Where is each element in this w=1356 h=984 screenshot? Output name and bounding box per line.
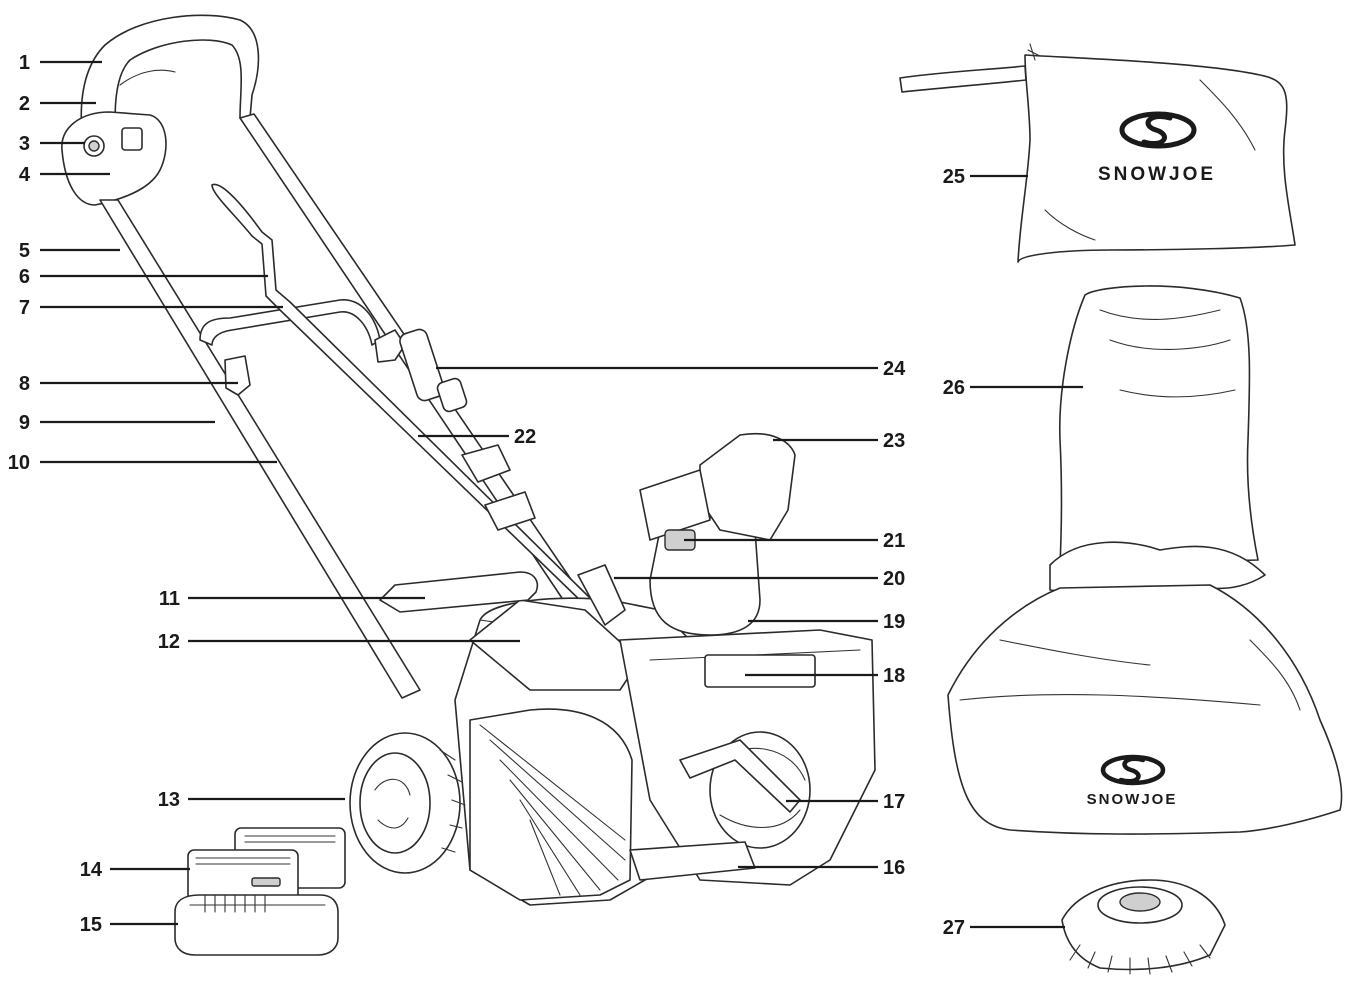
callout-25: 25 [943, 166, 965, 188]
callout-4: 4 [19, 164, 31, 186]
cover-bottom [947, 584, 1343, 835]
batteries-and-charger [174, 827, 346, 956]
callout-10: 10 [8, 452, 30, 474]
switch-box [61, 111, 167, 206]
callout-7: 7 [19, 297, 30, 319]
callout-11: 11 [159, 588, 180, 610]
bag-snowjoe-logo-icon [1119, 111, 1197, 149]
callout-17: 17 [883, 791, 905, 813]
callout-16: 16 [883, 857, 905, 879]
callout-8: 8 [19, 373, 30, 395]
callout-14: 14 [80, 859, 103, 881]
callout-26: 26 [943, 377, 965, 399]
cover-brand-text: SNOWJOE [1087, 791, 1178, 808]
callout-3: 3 [19, 133, 30, 155]
callout-12: 12 [158, 631, 180, 653]
callout-1: 1 [19, 52, 30, 74]
chute-deflector [699, 432, 796, 541]
callout-21: 21 [883, 530, 905, 552]
bag-brand-text: SNOWJOE [1098, 164, 1216, 185]
snow-broom-attachment [1061, 879, 1226, 975]
callout-13: 13 [158, 789, 180, 811]
charger [174, 894, 339, 956]
handle-knob-left [224, 355, 251, 396]
front-handle [379, 571, 539, 613]
blower-cover: SNOWJOE [947, 285, 1343, 835]
callout-15: 15 [80, 914, 102, 936]
handle-knob-right [374, 329, 406, 363]
callout-6: 6 [19, 266, 30, 288]
bag-drawstring [899, 65, 1027, 93]
upper-handle [80, 14, 260, 196]
chute-control-handle [577, 564, 626, 626]
cover-top [1058, 285, 1259, 566]
callout-20: 20 [883, 568, 905, 590]
callout-5: 5 [19, 240, 30, 262]
callout-9: 9 [19, 412, 30, 434]
storage-bag: SNOWJOE [899, 43, 1296, 263]
callout-2: 2 [19, 93, 30, 115]
front-plate [704, 654, 816, 688]
callout-27: 27 [943, 917, 965, 939]
callout-23: 23 [883, 430, 905, 452]
bag-body [1017, 54, 1296, 263]
callout-18: 18 [883, 665, 905, 687]
callout-19: 19 [883, 611, 905, 633]
callout-24: 24 [883, 358, 906, 380]
callout-22: 22 [514, 426, 536, 448]
chute-control-rod [211, 183, 591, 605]
handle-tube-left [99, 199, 421, 699]
callout-numbers: 1 2 3 4 5 6 7 8 9 10 11 12 13 14 15 16 1… [8, 52, 965, 939]
leader-lines [40, 60, 1083, 929]
snow-blower-illustration [61, 14, 876, 906]
